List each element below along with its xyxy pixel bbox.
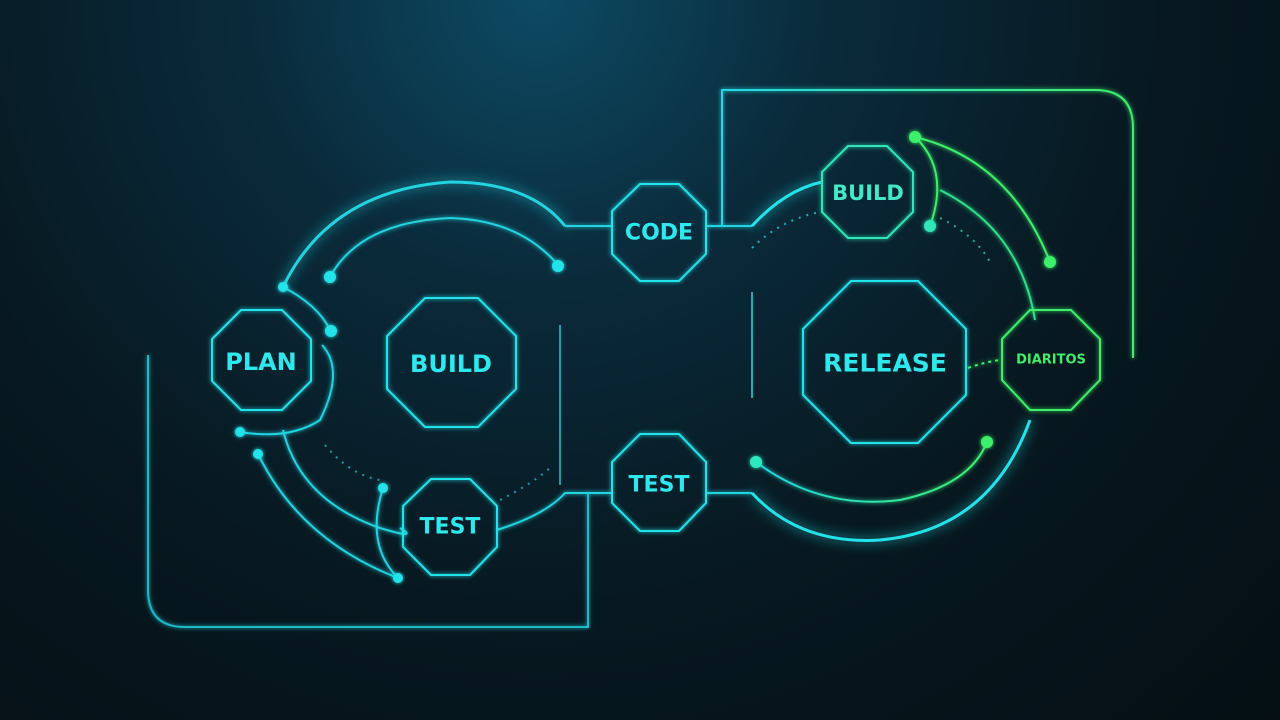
test-center-node <box>611 433 707 532</box>
right-green-arc-side <box>939 189 1036 321</box>
left-outer-arc-top <box>281 180 567 288</box>
dot <box>253 449 263 459</box>
test-center-label: TEST <box>629 473 690 498</box>
left-inner-arc-top <box>329 216 559 278</box>
build-right-node <box>821 145 914 239</box>
dot <box>909 131 921 143</box>
frame-lines <box>80 89 1200 628</box>
right-loop <box>750 136 1051 542</box>
node-labels: PLAN BUILD TEST CODE TEST BUILD RELEASE … <box>225 181 1086 540</box>
right-green-arc-inner <box>914 136 939 227</box>
build-left-node <box>386 297 517 428</box>
side-badge-label: DIARITOS <box>1016 353 1086 368</box>
right-green-arc-outer <box>914 136 1051 263</box>
release-label: RELEASE <box>823 349 947 378</box>
left-arc-plan-link <box>282 286 331 331</box>
right-inner-arc-bottom <box>755 441 988 503</box>
left-lower-curve <box>257 453 399 579</box>
right-dotted-arc-2 <box>939 217 991 263</box>
dot <box>325 325 337 337</box>
plan-node <box>211 309 312 411</box>
code-node <box>611 183 707 282</box>
dot <box>393 573 403 583</box>
test-left-node <box>402 478 498 576</box>
dot <box>750 456 762 468</box>
dot <box>324 271 336 283</box>
left-dotted-arc-2 <box>499 467 551 501</box>
dot <box>378 483 388 493</box>
left-inner-arc-plan <box>239 344 334 436</box>
center-connectors <box>565 225 752 494</box>
test-to-center-curve <box>496 492 612 531</box>
diagram-nodes <box>211 145 1101 576</box>
plan-label: PLAN <box>225 348 297 376</box>
right-outer-arc-bottom <box>750 419 1032 542</box>
dot <box>235 427 245 437</box>
dot <box>278 282 288 292</box>
connector-dots <box>235 131 1056 583</box>
left-inner-curve-test <box>375 487 399 579</box>
dot <box>981 436 993 448</box>
left-loop <box>239 180 612 579</box>
side-badge-node <box>1001 309 1101 411</box>
right-outer-arc-top <box>750 180 823 228</box>
release-node <box>802 280 967 444</box>
test-left-label: TEST <box>420 515 481 540</box>
dot <box>552 260 564 272</box>
build-right-label: BUILD <box>832 181 904 205</box>
left-dotted-arc <box>324 444 381 481</box>
release-to-badge-link <box>967 359 1001 369</box>
build-left-label: BUILD <box>410 350 492 378</box>
code-label: CODE <box>625 221 693 246</box>
dot <box>1044 256 1056 268</box>
right-frame-bracket <box>721 89 1134 358</box>
left-outer-arc-bottom <box>282 429 408 535</box>
dot <box>924 220 936 232</box>
left-frame-bracket <box>147 355 589 628</box>
